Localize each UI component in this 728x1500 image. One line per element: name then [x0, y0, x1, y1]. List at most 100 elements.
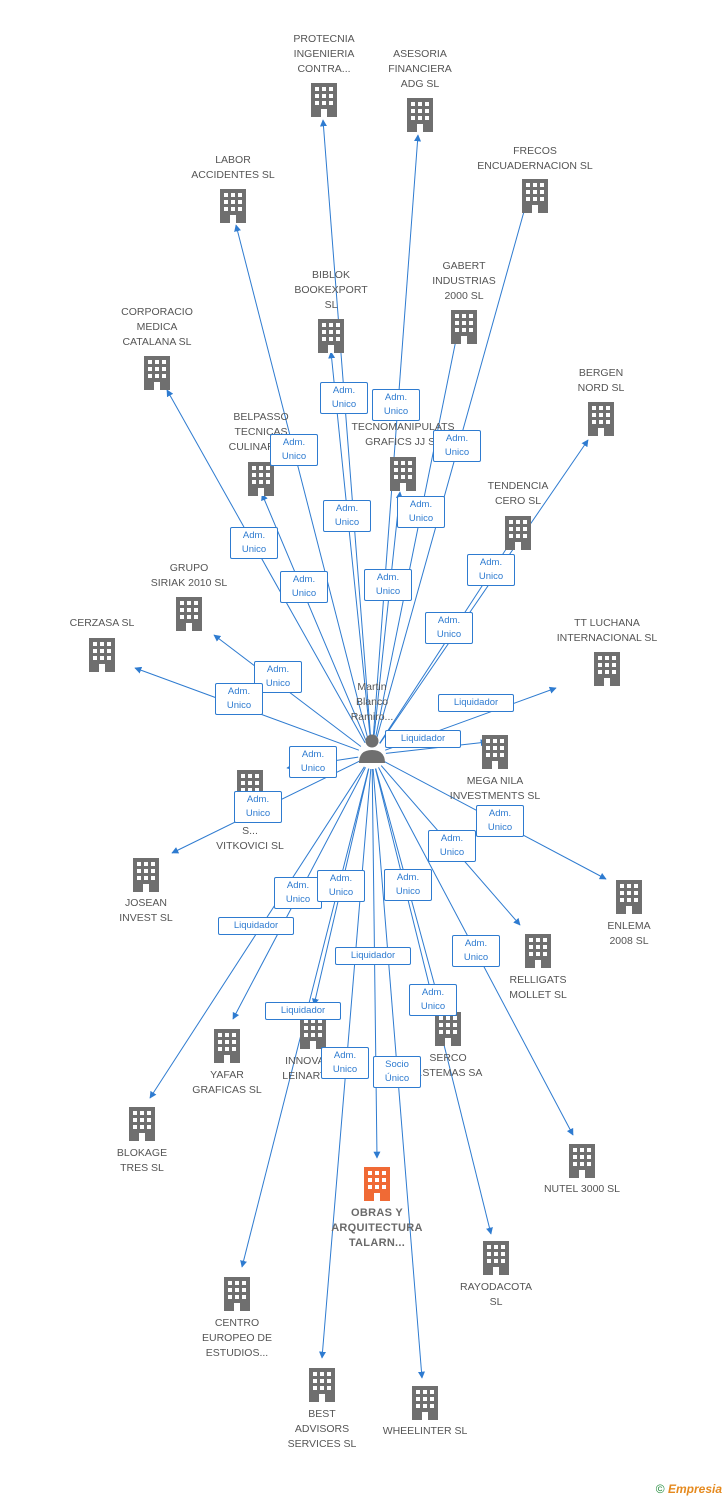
role-badge-bestadvisors: Adm. Unico — [321, 1047, 369, 1079]
building-icon-corporacio[interactable] — [144, 356, 170, 390]
role-badge-cerzasa: Adm. Unico — [215, 683, 263, 715]
edge-asesoria — [372, 134, 422, 742]
building-icon-bergen[interactable] — [588, 402, 614, 436]
company-label-frecos[interactable]: FRECOS ENCUADERNACION SL — [477, 145, 593, 172]
edge-labor — [234, 224, 369, 742]
building-icon-josean[interactable] — [133, 858, 159, 892]
building-icon-tecnomanipulats[interactable] — [390, 457, 416, 491]
building-icon-protecnia[interactable] — [311, 83, 337, 117]
copyright-icon: © — [655, 1482, 665, 1496]
edge-bergen — [379, 439, 589, 744]
edge-tecnomanipulats — [373, 491, 403, 742]
company-label-serco[interactable]: SERCO ...STEMAS SA — [413, 1052, 483, 1079]
role-badge-blokage: Liquidador — [218, 917, 294, 935]
company-label-biblok[interactable]: BIBLOK BOOKEXPORT SL — [294, 269, 368, 311]
building-icon-serco[interactable] — [435, 1012, 461, 1046]
role-badge-gabert: Adm. Unico — [397, 496, 445, 528]
footer-brand: © Empresia — [656, 1482, 722, 1496]
company-label-enlema[interactable]: ENLEMA 2008 SL — [607, 920, 651, 947]
company-label-blokage[interactable]: BLOKAGE TRES SL — [116, 1147, 168, 1174]
edge-frecos — [375, 189, 532, 742]
building-icon-labor[interactable] — [220, 189, 246, 223]
company-label-rayodacota[interactable]: RAYODACOTA SL — [460, 1281, 532, 1308]
building-icon-siriak[interactable] — [176, 597, 202, 631]
company-label-wheelinter[interactable]: WHEELINTER SL — [382, 1425, 468, 1437]
company-label-yafar[interactable]: YAFAR GRAFICAS SL — [192, 1069, 262, 1096]
role-badge-belpasso: Adm. Unico — [280, 571, 328, 603]
company-label-bergen[interactable]: BERGEN NORD SL — [577, 367, 625, 394]
role-badge-bergen: Adm. Unico — [467, 554, 515, 586]
company-label-tendencia[interactable]: TENDENCIA CERO SL — [487, 480, 549, 507]
company-label-labor[interactable]: LABOR ACCIDENTES SL — [191, 154, 275, 181]
role-badge-tendencia: Adm. Unico — [425, 612, 473, 644]
role-badge-biblok: Adm. Unico — [323, 500, 371, 532]
building-icon-biblok[interactable] — [318, 319, 344, 353]
edge-biblok — [328, 351, 372, 742]
person-icon[interactable] — [359, 734, 385, 764]
role-badge-labor: Adm. Unico — [270, 434, 318, 466]
company-label-gabert[interactable]: GABERT INDUSTRIAS 2000 SL — [432, 260, 496, 302]
company-label-corporacio[interactable]: CORPORACIO MEDICA CATALANA SL — [121, 306, 193, 348]
company-label-tecnomanipulats[interactable]: TECNOMANIPULATS GRAFICS JJ SL — [351, 421, 455, 448]
edge-corporacio — [166, 389, 366, 744]
company-label-obras[interactable]: OBRAS Y ARQUITECTURA TALARN... — [331, 1207, 423, 1249]
building-icon-blokage[interactable] — [129, 1107, 155, 1141]
building-icon-frecos[interactable] — [522, 179, 548, 213]
role-badge-asesoria: Adm. Unico — [372, 389, 420, 421]
building-icon-obras[interactable] — [364, 1167, 390, 1201]
building-icon-tendencia[interactable] — [505, 516, 531, 550]
role-badge-vitkovici: Adm. Unico — [289, 746, 337, 778]
role-badge-siriak: Adm. Unico — [254, 661, 302, 693]
building-icon-asesoria[interactable] — [407, 98, 433, 132]
edge-belpasso — [261, 493, 368, 743]
building-icon-yafar[interactable] — [214, 1029, 240, 1063]
building-icon-gabert[interactable] — [451, 310, 477, 344]
role-badge-innovac: Adm. Unico — [317, 870, 365, 902]
role-badge-centro: Liquidador — [265, 1002, 341, 1020]
building-icon-rayodacota[interactable] — [483, 1241, 509, 1275]
role-badge-serco: Adm. Unico — [384, 869, 432, 901]
role-badge-protecnia: Adm. Unico — [320, 382, 368, 414]
building-icon-ttluchana[interactable] — [594, 652, 620, 686]
role-badge-corporacio: Adm. Unico — [230, 527, 278, 559]
role-badge-obras: Liquidador — [335, 947, 411, 965]
company-label-vitkovici[interactable]: S... VITKOVICI SL — [216, 825, 284, 852]
company-label-siriak[interactable]: GRUPO SIRIAK 2010 SL — [150, 562, 228, 589]
company-label-nutel[interactable]: NUTEL 3000 SL — [543, 1183, 621, 1195]
person-name[interactable]: Martin Blanco Ramiro... — [350, 681, 394, 723]
company-label-meganila[interactable]: MEGA NILA INVESTMENTS SL — [449, 775, 541, 802]
building-icon-centro[interactable] — [224, 1277, 250, 1311]
building-icon-innovac[interactable] — [300, 1015, 326, 1049]
role-badge-tecnomanipulats: Adm. Unico — [364, 569, 412, 601]
building-icon-nutel[interactable] — [569, 1144, 595, 1178]
company-label-centro[interactable]: CENTRO EUROPEO DE ESTUDIOS... — [201, 1317, 272, 1359]
role-badge-nutel: Adm. Unico — [452, 935, 500, 967]
building-icon-enlema[interactable] — [616, 880, 642, 914]
role-badge-relligats: Adm. Unico — [428, 830, 476, 862]
brand-name[interactable]: Empresia — [667, 1482, 722, 1496]
role-badge-meganila: Liquidador — [385, 730, 461, 748]
company-label-cerzasa[interactable]: CERZASA SL — [69, 617, 135, 629]
building-icon-cerzasa[interactable] — [89, 638, 115, 672]
role-badge-wheelinter: Socio Único — [373, 1056, 421, 1088]
role-badge-enlema: Adm. Unico — [476, 805, 524, 837]
edge-protecnia — [319, 119, 372, 742]
building-icon-meganila[interactable] — [482, 735, 508, 769]
company-label-protecnia[interactable]: PROTECNIA INGENIERIA CONTRA... — [293, 33, 355, 75]
building-icon-wheelinter[interactable] — [412, 1386, 438, 1420]
role-badge-rayodacota: Adm. Unico — [409, 984, 457, 1016]
role-badge-yafar: Adm. Unico — [274, 877, 322, 909]
edge-gabert — [374, 319, 463, 742]
building-icon-bestadvisors[interactable] — [309, 1368, 335, 1402]
building-icon-belpasso[interactable] — [248, 462, 274, 496]
company-label-bestadvisors[interactable]: BEST ADVISORS SERVICES SL — [287, 1408, 357, 1450]
company-label-josean[interactable]: JOSEAN INVEST SL — [119, 897, 173, 924]
role-badge-ttluchana: Liquidador — [438, 694, 514, 712]
role-badge-frecos: Adm. Unico — [433, 430, 481, 462]
company-label-ttluchana[interactable]: TT LUCHANA INTERNACIONAL SL — [556, 617, 658, 644]
company-label-relligats[interactable]: RELLIGATS MOLLET SL — [509, 974, 567, 1001]
company-label-asesoria[interactable]: ASESORIA FINANCIERA ADG SL — [388, 48, 452, 90]
role-badge-josean: Adm. Unico — [234, 791, 282, 823]
building-icon-relligats[interactable] — [525, 934, 551, 968]
